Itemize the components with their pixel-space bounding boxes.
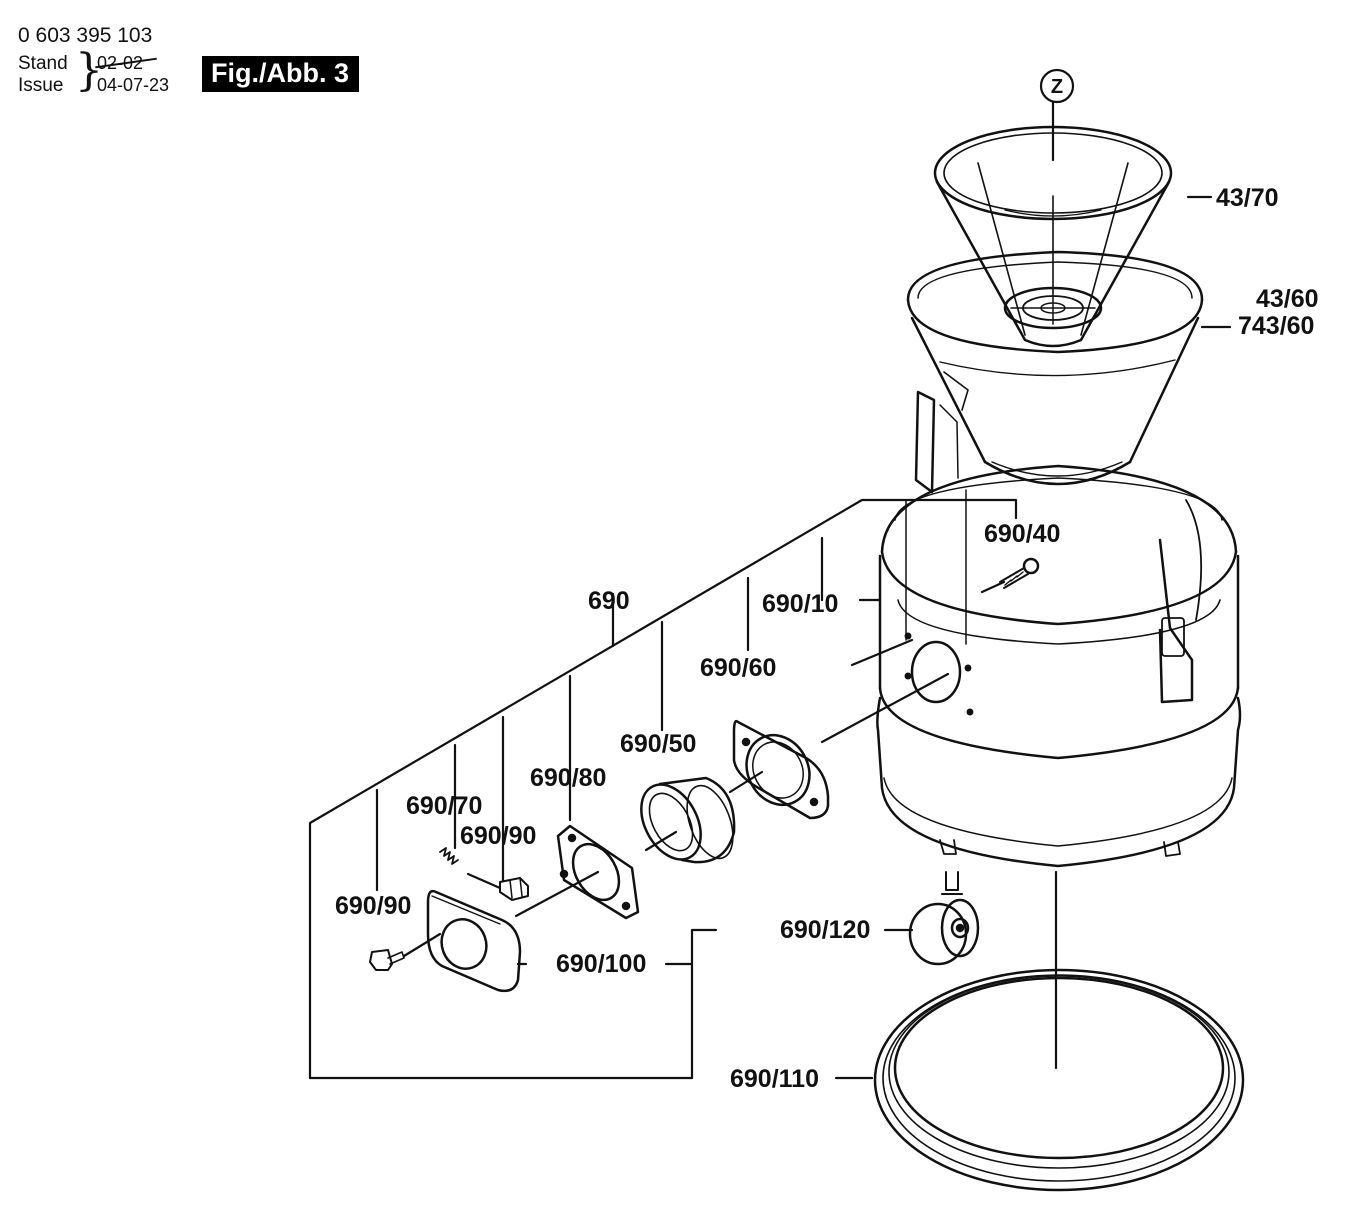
sealing-ring-drawing — [873, 968, 1245, 1192]
flange-tube-drawing — [640, 776, 736, 864]
callout-690-10: 690/10 — [762, 590, 838, 618]
issue-label: Issue — [18, 75, 64, 96]
cover-plate-drawing — [426, 889, 522, 993]
lower-knob-drawing — [369, 949, 405, 971]
document-number: 0 603 395 103 — [18, 24, 153, 47]
stand-label: Stand — [18, 53, 68, 74]
container-drawing — [876, 390, 1242, 868]
detail-marker-label: Z — [1051, 76, 1063, 98]
caster-wheel-drawing — [908, 871, 980, 966]
brace-icon: } — [75, 45, 103, 96]
superseded-date: 02-02 — [95, 53, 157, 73]
callout-690-50: 690/50 — [620, 730, 696, 758]
spring-drawing — [439, 847, 459, 865]
callout-690-120: 690/120 — [780, 916, 870, 944]
callout-690-80: 690/80 — [530, 764, 606, 792]
callout-690-90-lower: 690/90 — [335, 892, 411, 920]
detail-marker-circle — [1039, 68, 1075, 104]
figure-badge: Fig./Abb. 3 — [202, 56, 359, 92]
screw-drawing — [999, 557, 1040, 589]
upper-clip-drawing — [499, 877, 529, 901]
issue-date: 04-07-23 — [97, 75, 170, 95]
callout-690-100: 690/100 — [556, 950, 646, 978]
leader-lines — [308, 100, 1232, 1080]
callout-743-60: 743/60 — [1238, 312, 1314, 340]
callout-43-70: 43/70 — [1216, 184, 1279, 212]
callout-43-60: 43/60 — [1256, 285, 1319, 313]
callout-690-70: 690/70 — [406, 792, 482, 820]
callout-690: 690 — [588, 587, 630, 615]
callout-690-110: 690/110 — [730, 1065, 819, 1093]
callout-690-40: 690/40 — [984, 520, 1060, 548]
callout-690-60: 690/60 — [700, 654, 776, 682]
gasket-plate-drawing — [732, 719, 830, 820]
callout-690-90-upper: 690/90 — [460, 822, 536, 850]
